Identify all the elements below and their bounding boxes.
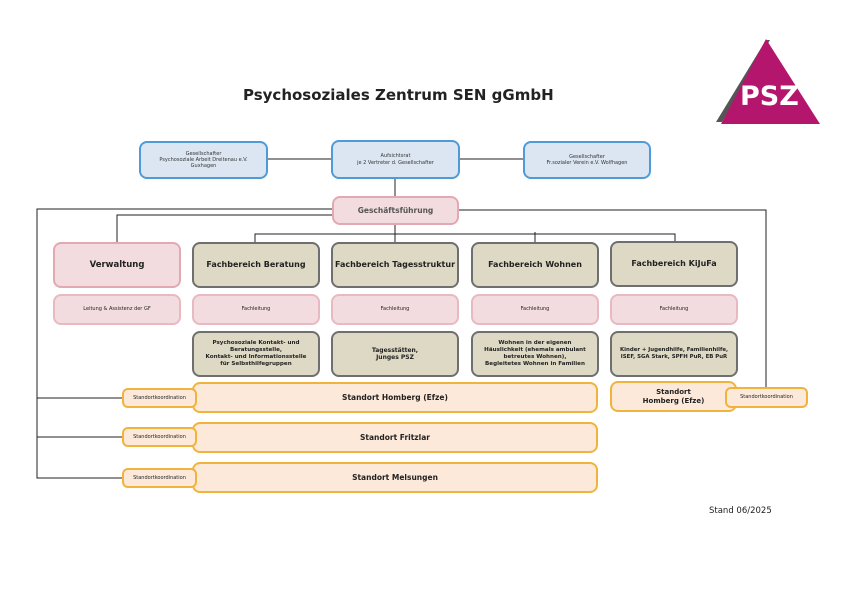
coordination-label: Standortkoordination xyxy=(740,394,793,401)
connector-line xyxy=(116,214,332,242)
supervisory-board-line: Aufsichtsrat xyxy=(380,153,411,160)
shareholder-right-line: Fr.sozialer Verein e.V. Wolfhagen xyxy=(546,160,628,166)
lead-tagesstruktur[interactable]: Fachleitung xyxy=(331,294,459,325)
services-tagesstruktur[interactable]: Tagesstätten, Junges PSZ xyxy=(331,331,459,377)
services-beratung[interactable]: Psychosoziale Kontakt- und Beratungsstel… xyxy=(192,331,320,377)
footer-date: Stand 06/2025 xyxy=(709,506,772,516)
service-line: ISEF, SGA Stark, SPFH PuR, EB PuR xyxy=(620,354,728,360)
lead-kijufa[interactable]: Fachleitung xyxy=(610,294,738,325)
services-kijufa[interactable]: Kinder + Jugendhilfe, Familienhilfe, ISE… xyxy=(610,331,738,377)
lead-label: Fachleitung xyxy=(659,306,689,313)
department-label: Fachbereich Wohnen xyxy=(488,260,582,269)
service-line: Wohnen in der eigenen xyxy=(498,340,572,347)
department-tagesstruktur[interactable]: Fachbereich Tagesstruktur xyxy=(331,242,459,288)
management-box[interactable]: Geschäftsführung xyxy=(332,196,459,225)
lead-beratung[interactable]: Fachleitung xyxy=(192,294,320,325)
department-verwaltung[interactable]: Verwaltung xyxy=(53,242,181,288)
lead-verwaltung[interactable]: Leitung & Assistenz der GF xyxy=(53,294,181,325)
coordination-label: Standortkoordination xyxy=(133,474,186,481)
connector-line xyxy=(254,233,676,242)
lead-wohnen[interactable]: Fachleitung xyxy=(471,294,599,325)
department-beratung[interactable]: Fachbereich Beratung xyxy=(192,242,320,288)
service-line: Begleitetes Wohnen in Familien xyxy=(485,360,585,367)
service-line: Häuslichkeit (ehemals ambulant xyxy=(484,347,586,354)
logo-triangle-icon xyxy=(716,39,820,124)
shareholder-left-box[interactable]: Gesellschafter Psychosoziale Arbeit Drei… xyxy=(139,141,268,179)
shareholder-left-line: Psychosoziale Arbeit Dreitenau e.V. xyxy=(159,156,248,163)
location-kijufa-homberg[interactable]: Standort Homberg (Efze) xyxy=(610,381,737,412)
service-line: betreutes Wohnen), xyxy=(503,354,567,360)
shareholder-right-line: Gesellschafter xyxy=(569,153,605,160)
service-line: Kinder + Jugendhilfe, Familienhilfe, xyxy=(619,347,729,354)
supervisory-board-box[interactable]: Aufsichtsrat je 2 Vertreter d. Gesellsch… xyxy=(331,140,460,179)
department-label: Fachbereich Tagesstruktur xyxy=(334,260,456,269)
shareholder-left-line: Guxhagen xyxy=(190,163,217,170)
service-line: Junges PSZ xyxy=(376,354,414,361)
location-label: Standort Melsungen xyxy=(352,472,438,482)
service-line: Beratungsstelle, xyxy=(229,347,283,354)
coordination-label: Standortkoordination xyxy=(133,433,186,440)
shareholder-left-line: Gesellschafter xyxy=(185,150,222,157)
location-homberg[interactable]: Standort Homberg (Efze) xyxy=(192,382,598,413)
department-wohnen[interactable]: Fachbereich Wohnen xyxy=(471,242,599,288)
service-line: Tagesstätten, xyxy=(371,346,419,354)
psz-logo: PSZ xyxy=(708,36,823,128)
location-label: Standort Fritzlar xyxy=(360,432,430,442)
department-label: Fachbereich KiJuFa xyxy=(631,259,717,268)
connector-line xyxy=(36,208,332,479)
service-line: Psychosoziale Kontakt- und xyxy=(212,340,300,347)
coordination-homberg[interactable]: Standortkoordination xyxy=(122,388,197,408)
department-kijufa[interactable]: Fachbereich KiJuFa xyxy=(610,241,738,287)
location-melsungen[interactable]: Standort Melsungen xyxy=(192,462,598,493)
lead-label: Leitung & Assistenz der GF xyxy=(83,306,151,313)
location-line: Homberg (Efze) xyxy=(642,396,705,405)
coordination-fritzlar[interactable]: Standortkoordination xyxy=(122,427,197,447)
location-fritzlar[interactable]: Standort Fritzlar xyxy=(192,422,598,453)
lead-label: Fachleitung xyxy=(520,306,550,313)
department-label: Verwaltung xyxy=(89,259,145,270)
management-label: Geschäftsführung xyxy=(357,205,434,215)
page-title: Psychosoziales Zentrum SEN gGmbH xyxy=(243,86,554,104)
coordination-melsungen[interactable]: Standortkoordination xyxy=(122,468,197,488)
location-line: Standort xyxy=(656,387,691,396)
department-label: Fachbereich Beratung xyxy=(206,260,306,269)
service-line: für Selbsthilfegruppen xyxy=(220,360,292,367)
lead-label: Fachleitung xyxy=(241,306,271,313)
service-line: Kontakt- und Informationsstelle xyxy=(205,354,307,360)
location-label: Standort Homberg (Efze) xyxy=(342,392,448,402)
shareholder-right-box[interactable]: Gesellschafter Fr.sozialer Verein e.V. W… xyxy=(523,141,651,179)
logo-text: PSZ xyxy=(740,81,799,112)
lead-label: Fachleitung xyxy=(380,306,410,313)
services-wohnen[interactable]: Wohnen in der eigenen Häuslichkeit (ehem… xyxy=(471,331,599,377)
coordination-label: Standortkoordination xyxy=(133,394,186,401)
supervisory-board-line: je 2 Vertreter d. Gesellschafter xyxy=(357,159,434,166)
coordination-kijufa[interactable]: Standortkoordination xyxy=(725,387,808,408)
